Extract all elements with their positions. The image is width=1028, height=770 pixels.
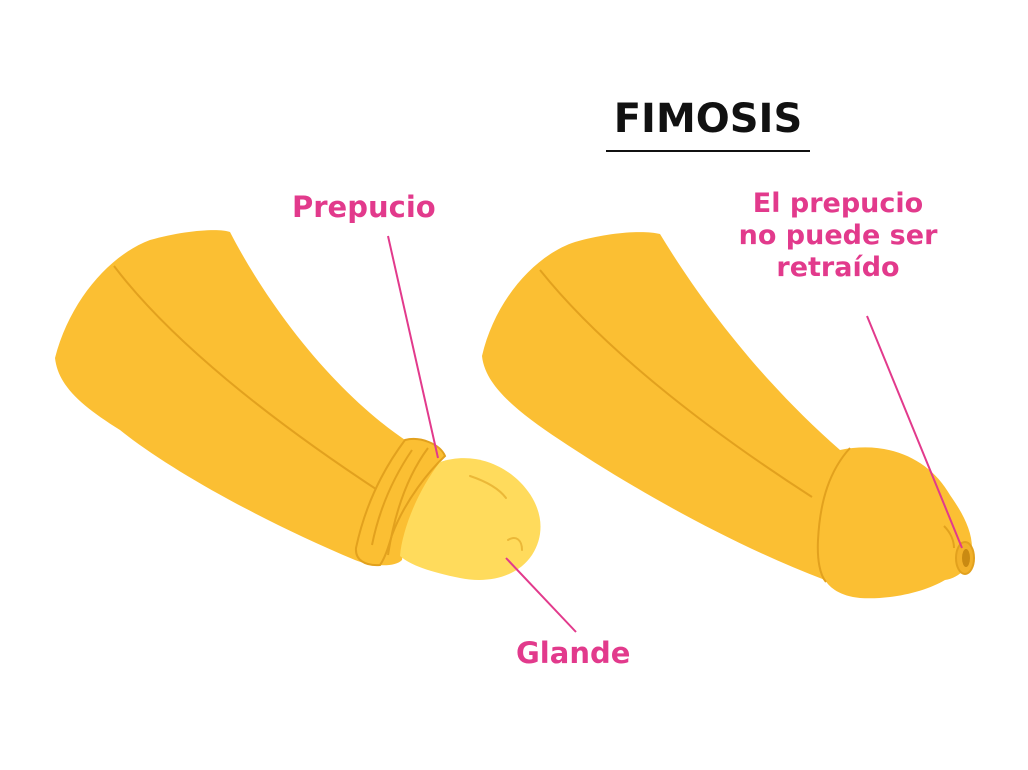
callout-lines: [387, 235, 963, 633]
normal-penis-illustration: [55, 230, 541, 580]
normal-foreskin-fold-line: [371, 449, 413, 546]
phimosis-foreskin-opening-inner: [962, 549, 970, 567]
glans-label: Glande: [516, 636, 631, 670]
callout-line-phimosis: [866, 315, 963, 549]
phimosis-note-label: El prepucio no puede ser retraído: [738, 188, 938, 283]
callout-line-glans: [505, 557, 577, 633]
foreskin-label: Prepucio: [292, 190, 436, 224]
phimosis-penis-illustration: [482, 232, 975, 599]
normal-glans: [400, 458, 541, 580]
phimosis-corona-line: [816, 447, 851, 583]
phimosis-shaft: [482, 232, 972, 599]
normal-shaft-seam: [113, 265, 386, 496]
normal-glans-meatus: [507, 537, 523, 551]
normal-foreskin-fold-line-2: [387, 447, 429, 556]
callout-line-foreskin: [387, 235, 439, 459]
title-underline: [606, 150, 810, 152]
phimosis-shaft-seam: [539, 269, 813, 498]
page-title: FIMOSIS: [613, 96, 803, 142]
phimosis-tip-line: [943, 525, 955, 549]
normal-glans-highlight: [469, 475, 507, 499]
